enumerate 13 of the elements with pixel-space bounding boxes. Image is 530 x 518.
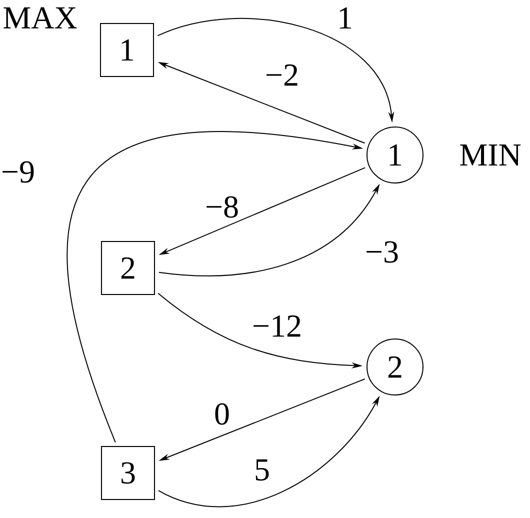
edge-label: 0 xyxy=(215,403,229,425)
edge-label: 5 xyxy=(256,459,269,481)
edge-label: −12 xyxy=(254,315,300,337)
state-box: 3 xyxy=(101,446,155,500)
column-label: MIN xyxy=(460,144,521,166)
edge-label: −3 xyxy=(366,241,398,263)
column-label: MAX xyxy=(4,7,77,28)
state-box: 2 xyxy=(101,240,155,295)
edge-label: 1 xyxy=(340,7,352,29)
edge-label: −8 xyxy=(206,196,238,218)
edge-label: −2 xyxy=(266,64,298,86)
edge-label: −9 xyxy=(2,161,34,183)
state-box: 1 xyxy=(100,23,154,77)
